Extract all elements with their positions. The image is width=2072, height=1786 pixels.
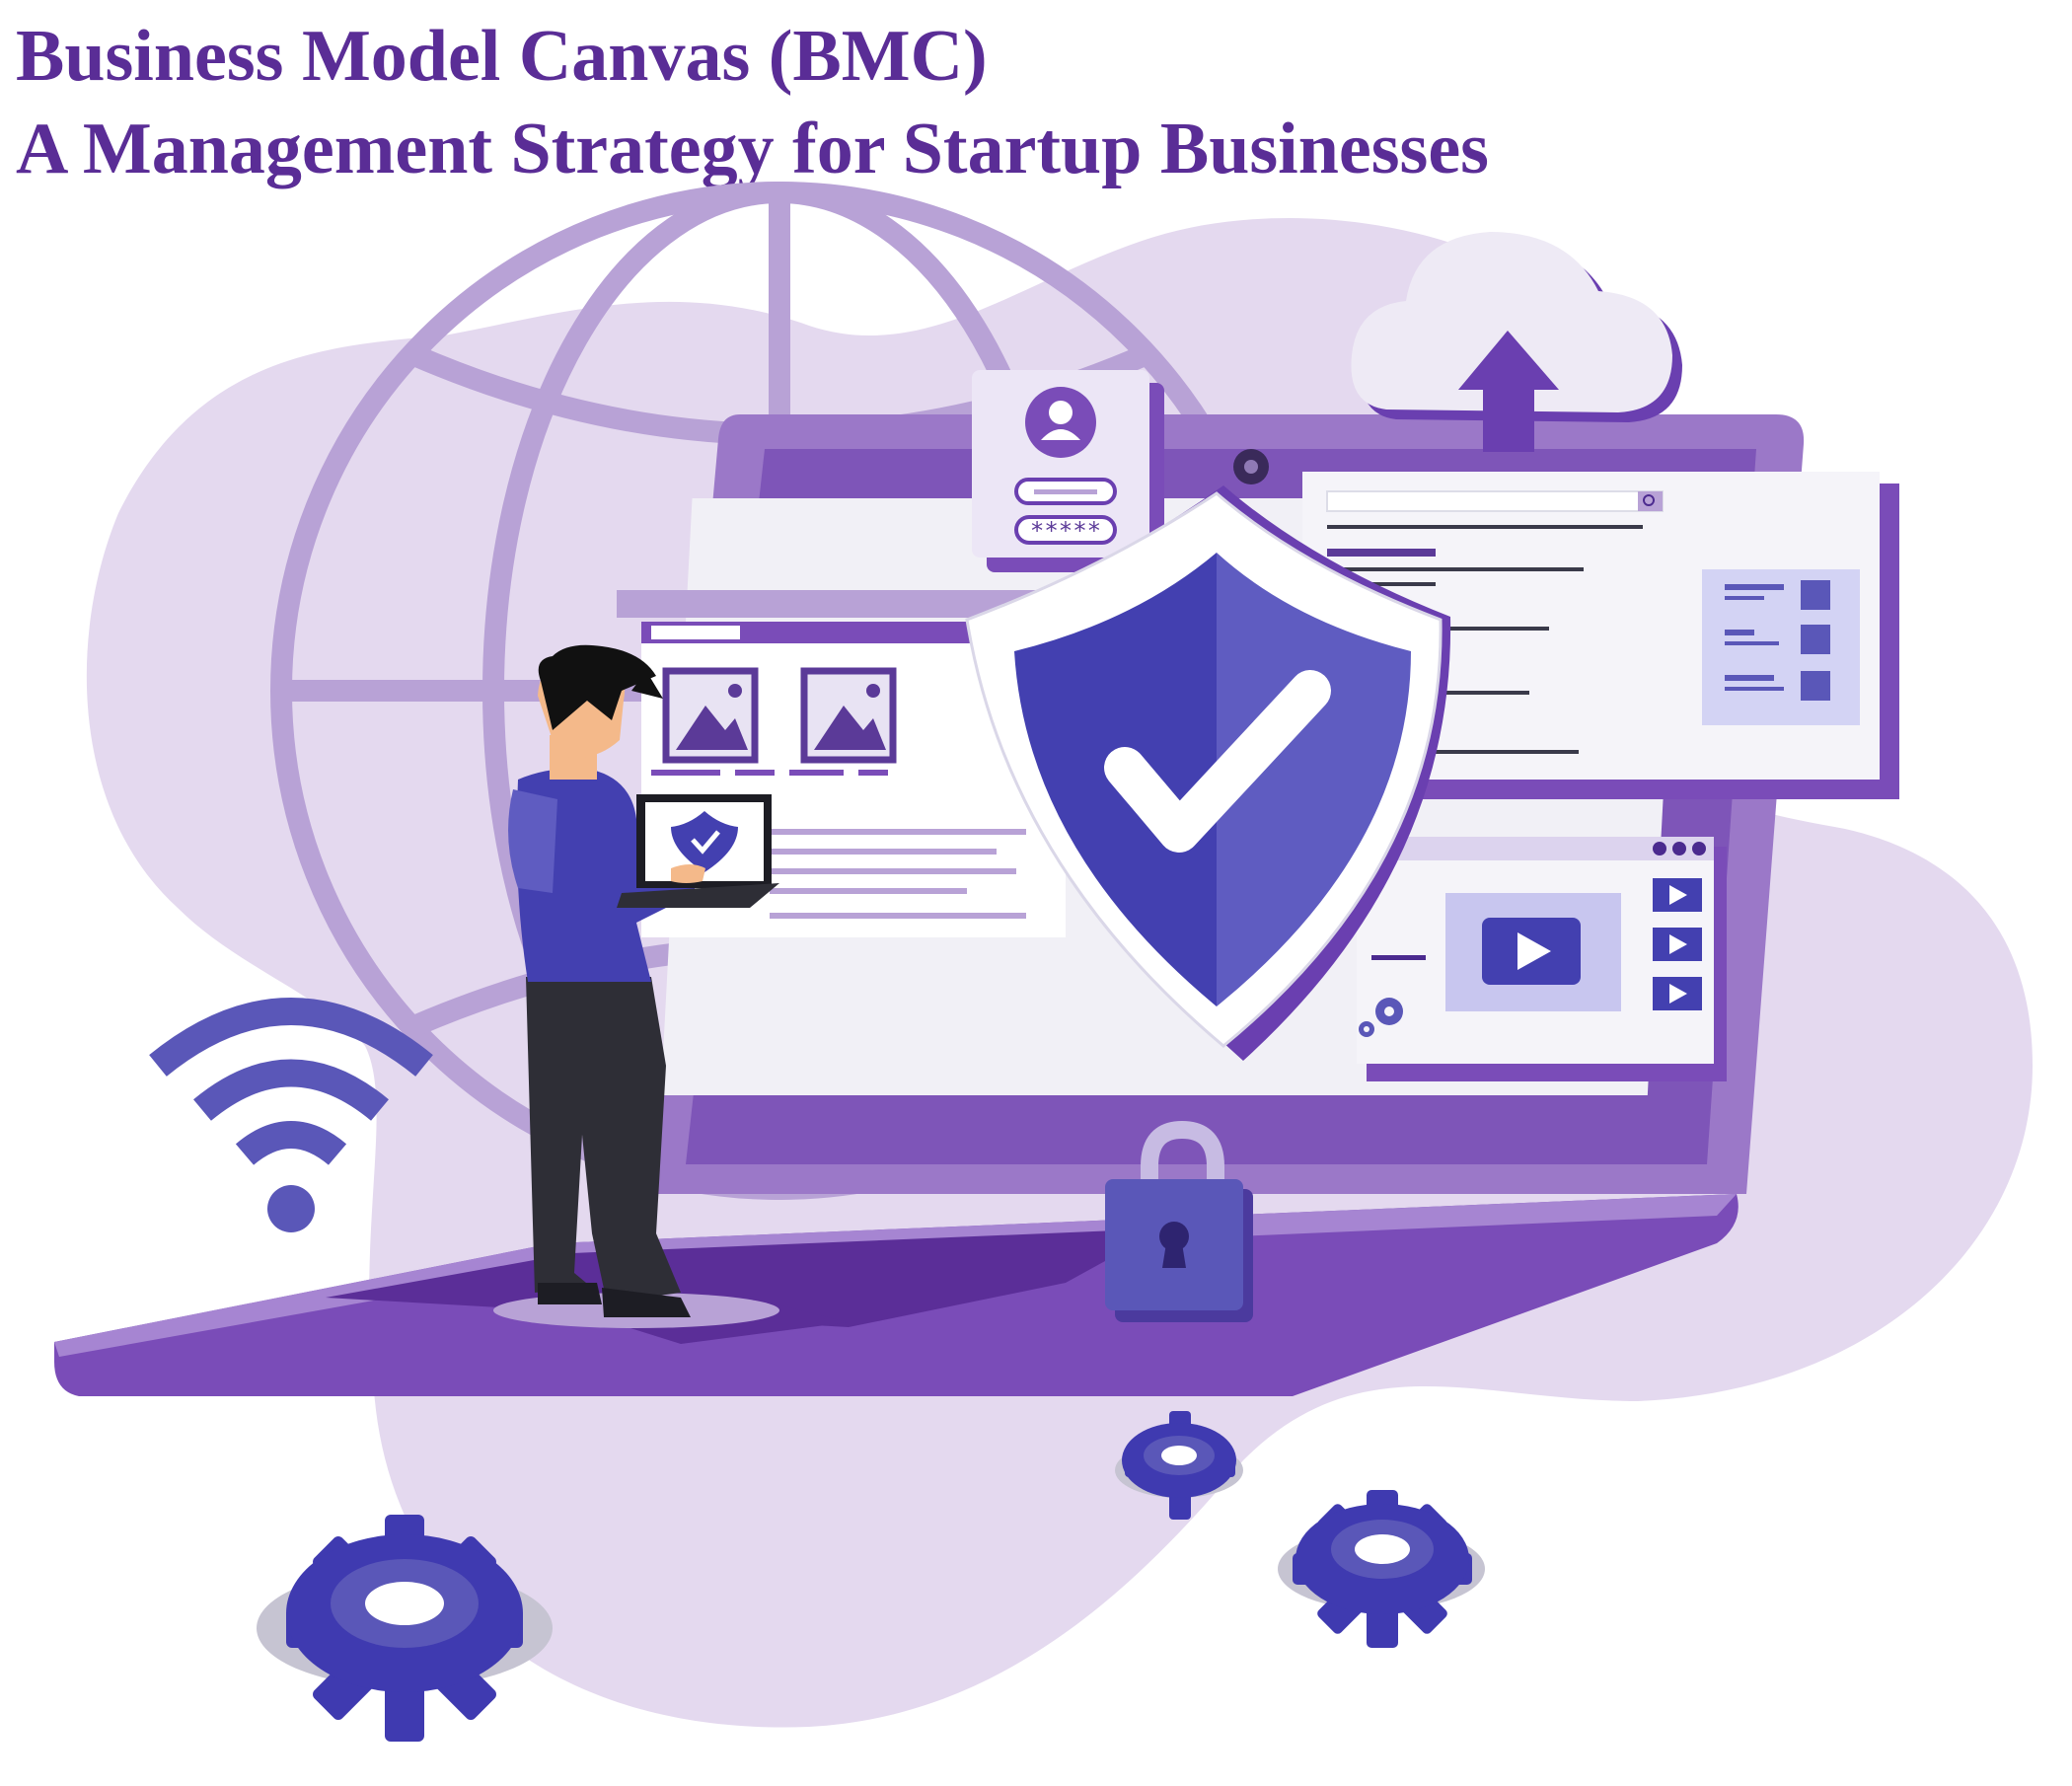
gear-icon [1115,1411,1243,1520]
search-icon [1638,491,1663,511]
cloud-upload-icon [1351,232,1682,452]
play-icon [1653,928,1702,961]
play-icon [1653,878,1702,912]
padlock-icon [1105,1120,1253,1322]
shield-check-icon [965,485,1451,1061]
gear-icon [1278,1490,1485,1648]
person-figure [493,644,779,1328]
user-icon [1025,387,1096,458]
play-icon [1653,977,1702,1010]
page-subtitle: A Management Strategy for Startup Busine… [16,109,1489,189]
video-player-window [1357,837,1727,1081]
gear-icon [257,1515,553,1742]
wifi-icon [149,998,433,1232]
page-title: Business Model Canvas (BMC) [16,16,988,97]
gear-icon [1359,998,1403,1037]
play-icon [1482,918,1581,985]
document-window [1302,472,1899,799]
image-icon [800,667,897,764]
login-card: ***** [972,370,1164,572]
password-mask: ***** [1030,517,1101,545]
password-field [1014,515,1117,545]
image-icon [662,667,759,764]
